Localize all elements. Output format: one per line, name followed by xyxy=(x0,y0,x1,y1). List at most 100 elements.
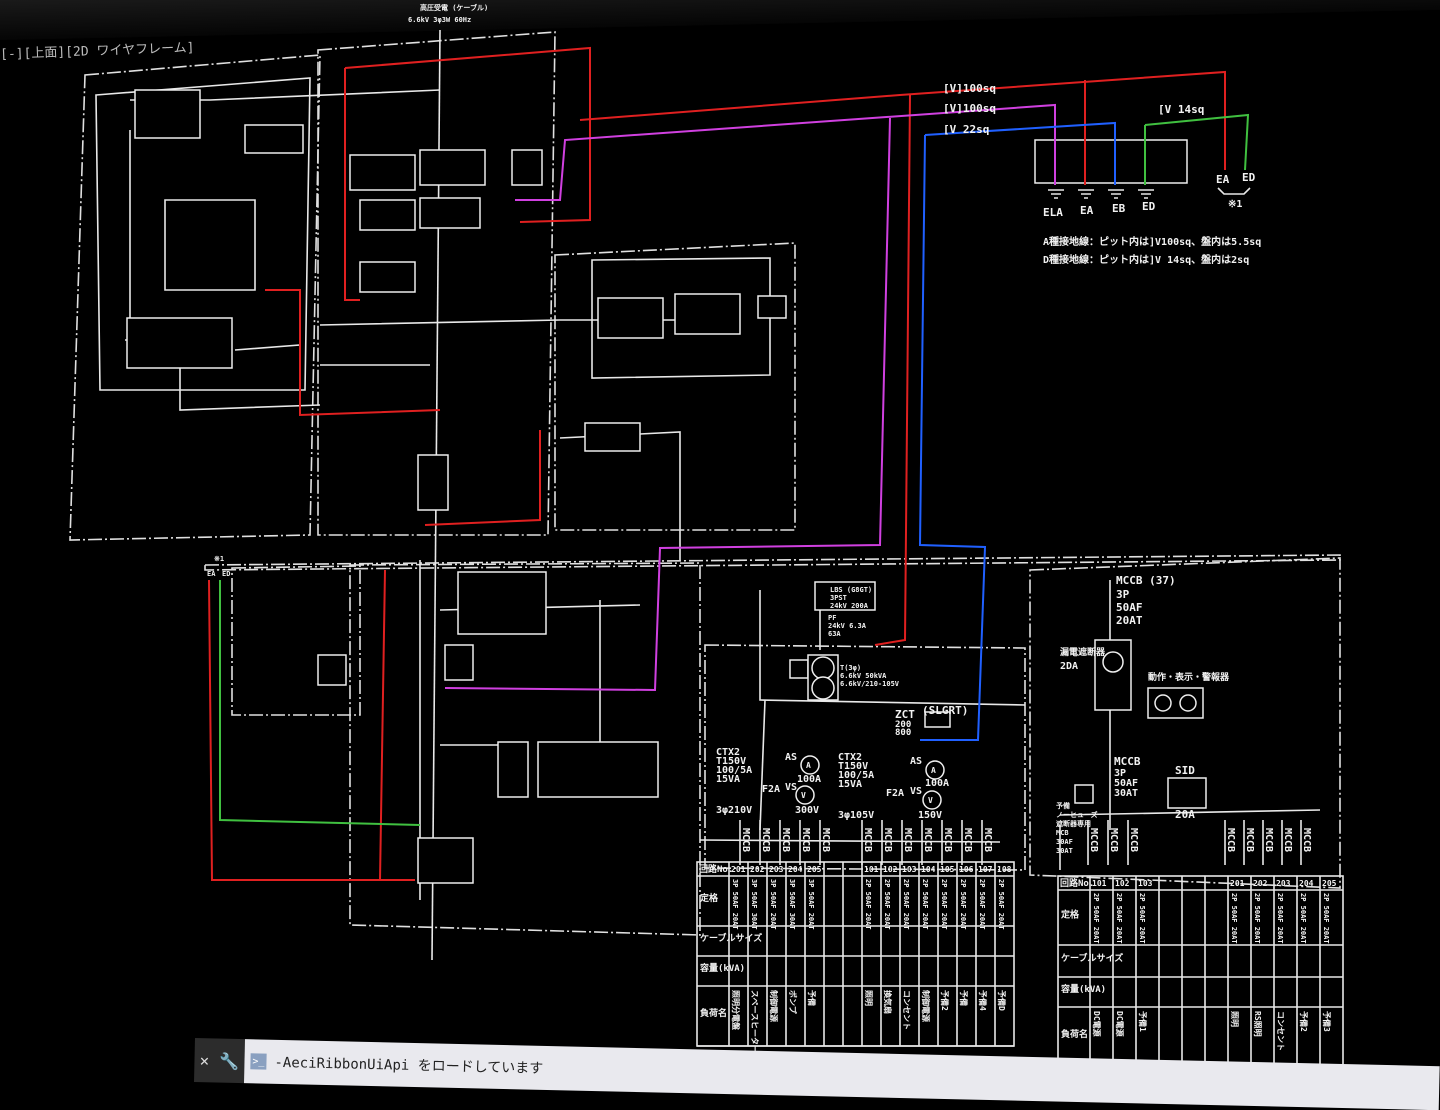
circuit-number: 104 xyxy=(921,865,936,874)
mccb-sub-label: MCCB xyxy=(1114,755,1141,768)
circuit-rating: 2P 50AF 20AT xyxy=(1138,893,1146,944)
ammeter-range: 100A xyxy=(797,774,821,785)
voltmeter-label: V xyxy=(801,791,806,800)
ground-note-a: A種接地線：ピット内は]V100sq、盤内は5.5sq xyxy=(1043,235,1261,248)
circuit-load: 予備4 xyxy=(978,990,988,1011)
circuit-load: 予備1 xyxy=(1138,1011,1148,1032)
circuit-number: 204 xyxy=(788,865,803,874)
cable-label-red: [V]100sq xyxy=(943,82,996,95)
ammeter-range: 100A xyxy=(925,778,949,789)
table-row-label: 負荷名 xyxy=(700,1007,727,1019)
circuit-load: ポンプ xyxy=(788,990,798,1015)
as-label: AS xyxy=(785,752,797,763)
circuit-number: 202 xyxy=(750,865,765,874)
circuit-number: 102 xyxy=(1115,879,1130,888)
circuit-number: 107 xyxy=(978,865,993,874)
note: 30AF xyxy=(1056,838,1073,846)
circuit-number: 205 xyxy=(1322,879,1337,888)
sid-rating: 20A xyxy=(1175,808,1195,821)
circuit-rating: 2P 50AF 20AT xyxy=(1092,893,1100,944)
mccb-sub-spec: 30AT xyxy=(1114,788,1138,799)
labels: 高圧受電 (ケーブル) 6.6kV 3φ3W 60Hz [V]100sq [V]… xyxy=(207,3,1261,855)
circuit-rating: 2P 50AF 20AT xyxy=(978,879,986,930)
transformer-spec: 6.6kV/210-105V xyxy=(840,680,900,688)
table-header: 回路No. xyxy=(699,863,733,875)
breaker-label: MCCB xyxy=(862,828,873,852)
vs-label: VS xyxy=(785,782,797,793)
fuse-label: F2A xyxy=(886,788,904,799)
note: 予備 xyxy=(1056,801,1070,810)
command-line-tools: × 🔧 xyxy=(194,1038,245,1084)
ground-note-d: D種接地線：ピット内は]V 14sq、盤内は2sq xyxy=(1043,253,1249,266)
system-label: 3φ105V xyxy=(838,810,874,821)
lbs-spec: 24kV 200A xyxy=(830,602,869,610)
mccb-main-label: MCCB (37) xyxy=(1116,574,1176,587)
zct-spec: (SLGRT) xyxy=(922,704,968,717)
table-row-label: 定格 xyxy=(1060,909,1080,921)
transformer-spec: 6.6kV 50kVA xyxy=(840,672,887,680)
mccb-main-spec: 50AF xyxy=(1116,601,1143,614)
breaker-label: MCCB xyxy=(942,828,953,852)
ct-label: 15VA xyxy=(716,774,740,785)
breaker-label: MCCB xyxy=(800,828,811,852)
circuit-number: 102 xyxy=(883,865,898,874)
indicator-label: 動作・表示・警報器 xyxy=(1148,671,1230,683)
table-row-label: 容量(kVA) xyxy=(1060,983,1106,995)
circuit-rating: 2P 50AF 20AT xyxy=(959,879,967,930)
incoming-label: 高圧受電 (ケーブル) xyxy=(420,3,488,12)
circuit-load: スペースヒーター xyxy=(750,990,760,1053)
lbs-spec: 3PST xyxy=(830,594,847,602)
mccb-sub-spec: 50AF xyxy=(1114,778,1138,789)
wrench-icon[interactable]: 🔧 xyxy=(219,1051,240,1071)
zct-spec: 800 xyxy=(895,728,911,738)
circuit-number: 106 xyxy=(959,865,974,874)
circuit-load: 予備 xyxy=(959,990,969,1006)
left-ground-note: ※1 xyxy=(214,555,224,563)
vs-label: VS xyxy=(910,786,922,797)
circuit-number: 101 xyxy=(864,865,879,874)
ground-pair: ED xyxy=(1242,171,1256,184)
circuit-load: 照明 xyxy=(1230,1011,1239,1027)
table-row-label: 容量(kVA) xyxy=(699,962,745,974)
ct-label: T150V xyxy=(838,761,868,772)
ct-label: 100/5A xyxy=(838,770,874,781)
breaker-label: MCCB xyxy=(1128,828,1139,852)
ground-terminal: EB xyxy=(1112,202,1126,215)
cable-label-blue: [V 22sq xyxy=(943,123,989,136)
circuit-rating: 2P 50AF 20AT xyxy=(1322,893,1330,944)
circuit-rating: 3P 50AF 20AT xyxy=(807,879,815,930)
cable-label-magenta: [V]100sq xyxy=(943,102,996,115)
table-row-label: ケーブルサイズ xyxy=(700,932,762,944)
note: 30AT xyxy=(1056,847,1073,855)
circuit-load: コンセント xyxy=(902,990,911,1030)
breaker-label: MCCB xyxy=(1244,828,1255,852)
breaker-label: MCCB xyxy=(962,828,973,852)
pf-label: PF xyxy=(828,614,836,622)
circuit-load: 換気扇 xyxy=(883,990,893,1014)
circuit-rating: 2P 50AF 20AT xyxy=(902,879,910,930)
voltmeter-label: V xyxy=(928,796,933,805)
circuit-number: 205 xyxy=(807,865,822,874)
pf-spec: 24kV 6.3A xyxy=(828,622,867,630)
circuit-number: 101 xyxy=(1092,879,1107,888)
circuit-rating: 2P 50AF 20AT xyxy=(921,879,929,930)
ammeter-label: A xyxy=(806,761,811,770)
component-boxes xyxy=(126,89,1207,884)
ground-terminal: EA xyxy=(1080,204,1094,217)
circuit-number: 201 xyxy=(1230,879,1245,888)
circuit-number: 203 xyxy=(1276,879,1291,888)
zct-label: ZCT xyxy=(895,708,915,721)
circuit-load: 制御電源 xyxy=(921,990,931,1022)
circuit-number: 203 xyxy=(769,865,784,874)
left-ground: ED xyxy=(222,570,230,578)
ground-terminal: ELA xyxy=(1043,206,1063,219)
circuit-load: 照明分電盤 xyxy=(731,990,741,1031)
breaker-label: MCCB xyxy=(1282,828,1293,852)
volt-range: 150V xyxy=(918,810,942,821)
ct-label: 100/5A xyxy=(716,765,752,776)
drawing-canvas[interactable]: 高圧受電 (ケーブル) 6.6kV 3φ3W 60Hz [V]100sq [V]… xyxy=(0,0,1440,1082)
circuit-load: 予備2 xyxy=(940,990,950,1011)
close-icon[interactable]: × xyxy=(199,1050,210,1070)
ground-wiring xyxy=(208,46,1250,881)
circuit-rating: 2P 50AF 20AT xyxy=(997,879,1005,930)
